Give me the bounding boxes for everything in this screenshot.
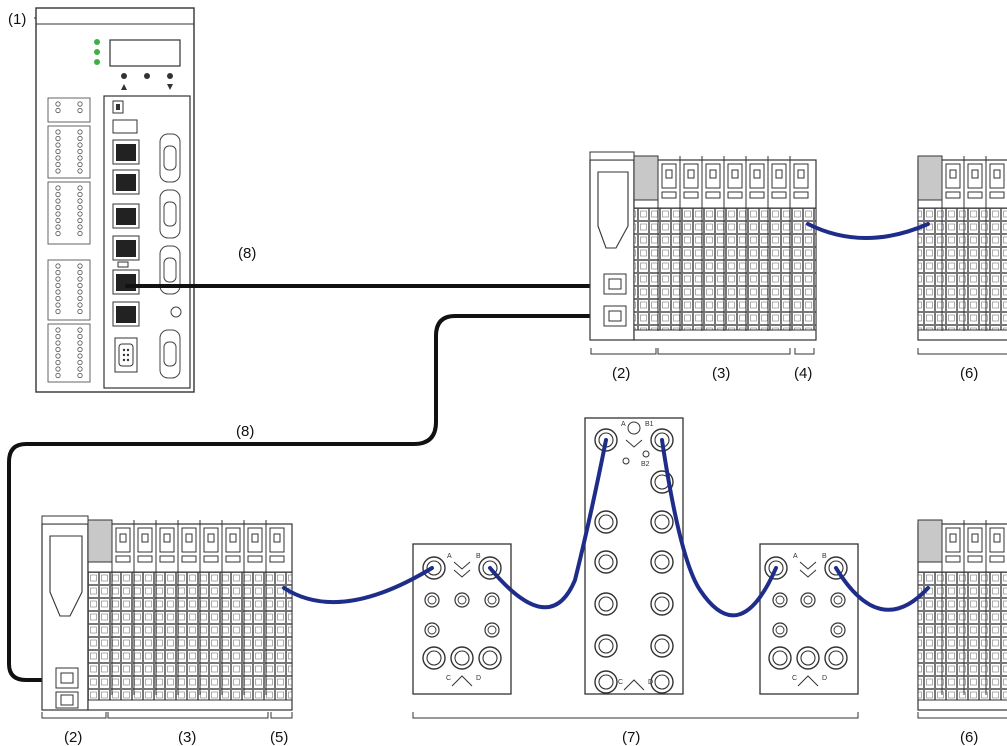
svg-text:A: A	[793, 553, 798, 560]
status-leds	[94, 39, 100, 65]
svg-text:B1: B1	[645, 421, 654, 428]
nav-buttons	[121, 73, 173, 90]
callout-distribution-boxes: (7)	[622, 729, 640, 746]
callout-remote-modules-top: (6)	[960, 365, 978, 382]
callout-coupler-top: (2)	[612, 365, 630, 382]
bus-cable-station-2-to-box-left	[282, 566, 434, 605]
bus-cables	[282, 222, 930, 618]
io-modules-1	[633, 155, 817, 341]
controller-unit	[34, 7, 195, 393]
io-station-4	[917, 519, 1007, 711]
io-station-2	[41, 515, 293, 711]
brackets	[41, 348, 1007, 719]
svg-text:D: D	[822, 675, 827, 682]
callout-labels: (1) (2) (3) (4) (6) (8) (8) (2) (3) (5) …	[8, 11, 978, 746]
callout-remote-modules-bottom: (6)	[960, 729, 978, 746]
svg-text:B2: B2	[641, 461, 650, 468]
svg-text:D: D	[476, 675, 481, 682]
ethernet-port-2	[112, 169, 140, 195]
svg-text:C: C	[792, 675, 797, 682]
bus-cable-box-right-to-station-4	[834, 566, 930, 612]
ethernet-port-6	[112, 301, 140, 327]
controller-ethernet-ports	[112, 139, 140, 327]
field-distribution-box-left: A B C D	[412, 543, 512, 695]
bus-cable-station-1-to-3	[806, 222, 930, 240]
svg-text:C: C	[618, 679, 623, 686]
controller-terminal-blocks	[47, 97, 91, 383]
ethernet-port-5	[112, 269, 140, 295]
svg-text:B: B	[822, 553, 827, 560]
bus-cable-box-left-to-box-center	[488, 438, 608, 610]
callout-modules-bottom: (3)	[178, 729, 196, 746]
bus-cable-box-center-to-box-right	[660, 438, 778, 618]
svg-text:A: A	[447, 553, 452, 560]
callout-modules-top: (3)	[712, 365, 730, 382]
svg-text:A: A	[621, 421, 626, 428]
ethernet-port-3	[112, 203, 140, 229]
svg-text:B: B	[476, 553, 481, 560]
svg-text:D: D	[648, 679, 653, 686]
callout-ethernet-cable-bottom: (8)	[236, 423, 254, 440]
io-station-3	[917, 155, 1007, 341]
dsub-connectors	[159, 133, 182, 379]
field-distribution-box-center: A B1 B2 C D	[584, 417, 684, 695]
callout-end-module-bottom: (5)	[270, 729, 288, 746]
svg-text:C: C	[446, 675, 451, 682]
bus-coupler-1	[589, 151, 635, 341]
callout-ethernet-cable-top: (8)	[238, 245, 256, 262]
bus-coupler-2	[41, 515, 89, 711]
callout-controller: (1)	[8, 11, 26, 28]
ethernet-cable-coupler-1-to-coupler-2	[7, 314, 614, 682]
io-modules-2	[87, 519, 293, 711]
callout-end-module-top: (4)	[794, 365, 812, 382]
ethernet-port-4	[112, 235, 140, 261]
ethernet-cables	[7, 284, 615, 682]
controller-display	[109, 39, 181, 67]
callout-coupler-bottom: (2)	[64, 729, 82, 746]
terminal-dots	[55, 101, 83, 379]
io-station-1	[589, 151, 817, 341]
ethernet-port-1	[112, 139, 140, 165]
serial-port	[114, 337, 138, 373]
